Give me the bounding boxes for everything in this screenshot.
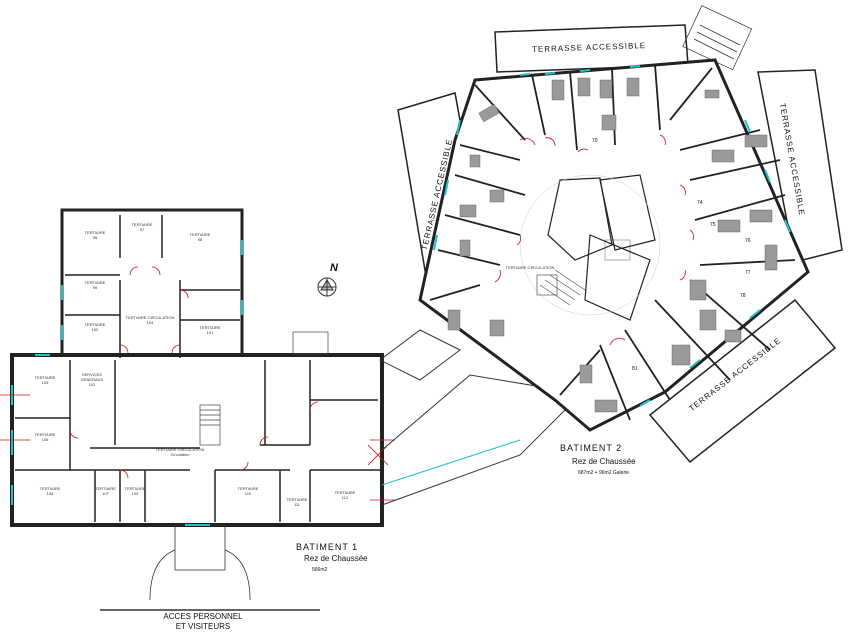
circulation-label: TERTIAIRE CIRCULATION — [505, 265, 555, 270]
building-2-openings — [433, 65, 791, 407]
room-number: 75 — [710, 222, 716, 228]
room-number: 100 — [91, 327, 99, 332]
gallery — [379, 329, 566, 506]
room-number: Circulation — [170, 452, 190, 457]
room-type: TERTIAIRE — [286, 497, 308, 502]
room-number: 70 — [592, 138, 598, 144]
building-2 — [418, 58, 810, 432]
building-1-subtitle: Rez de Chaussée — [304, 554, 368, 563]
room-type: TERTIAIRE — [189, 232, 211, 237]
room-number: 107 — [102, 491, 109, 496]
north-label: N — [330, 262, 338, 274]
room-number: 106 — [41, 437, 49, 442]
building-2-subtitle: Rez de Chaussée — [572, 457, 636, 466]
room-number: 78 — [740, 293, 746, 299]
room-number: 109 — [131, 491, 139, 496]
room-number: 104 — [146, 320, 154, 325]
room-type: TERTIAIRE — [39, 486, 61, 491]
room-type: TERTIAIRE — [237, 486, 259, 491]
room-number: 108 — [46, 491, 54, 496]
room-number: 110 — [244, 491, 252, 496]
building-1-area: 566m2 — [312, 567, 328, 573]
room-type: TERTIAIRE — [334, 490, 356, 495]
room-number: 105 — [41, 380, 49, 385]
room-type: TERTIAIRE — [34, 432, 56, 437]
room-type: TERTIAIRE — [131, 222, 153, 227]
room-type: TERTIAIRE CIRCULATION — [125, 315, 175, 320]
room-number: 77 — [745, 270, 751, 276]
room-type: TERTIAIRE — [34, 375, 56, 380]
room-number: 97 — [139, 227, 145, 232]
room-number: 112 — [341, 495, 349, 500]
room-type: SERVICES GENERAUX — [80, 372, 104, 382]
building-1 — [10, 208, 384, 611]
room-type: TERTIAIRE — [199, 325, 221, 330]
desks — [447, 77, 778, 413]
building-2-area: 687m2 + 96m2 Galerie — [578, 470, 630, 476]
room-number: 102 — [88, 382, 96, 387]
stair — [682, 5, 753, 71]
access-label-line2: ET VISITEURS — [175, 622, 231, 631]
room-number: 76 — [745, 238, 751, 244]
building-2-title: BATIMENT 2 — [560, 443, 623, 453]
room-type: TERTIAIRE CIRCULATION — [155, 447, 205, 452]
building-1-title: BATIMENT 1 — [296, 542, 359, 552]
room-type: TERTIAIRE — [95, 486, 116, 491]
room-number: 111 — [293, 502, 301, 507]
building-1-openings — [0, 240, 395, 526]
room-number: 81 — [632, 366, 638, 372]
room-number: 101 — [206, 330, 214, 335]
access-label-line1: ACCES PERSONNEL — [163, 612, 243, 621]
room-type: TERTIAIRE — [84, 280, 106, 285]
room-type: TERTIAIRE — [84, 322, 106, 327]
room-type: TERTIAIRE — [124, 486, 146, 491]
room-number: 98 — [197, 237, 203, 242]
room-number: 74 — [697, 200, 703, 206]
room-number: 96 — [92, 235, 98, 240]
room-number: 99 — [92, 285, 98, 290]
north-compass-icon — [317, 277, 337, 297]
room-type: TERTIAIRE — [84, 230, 106, 235]
